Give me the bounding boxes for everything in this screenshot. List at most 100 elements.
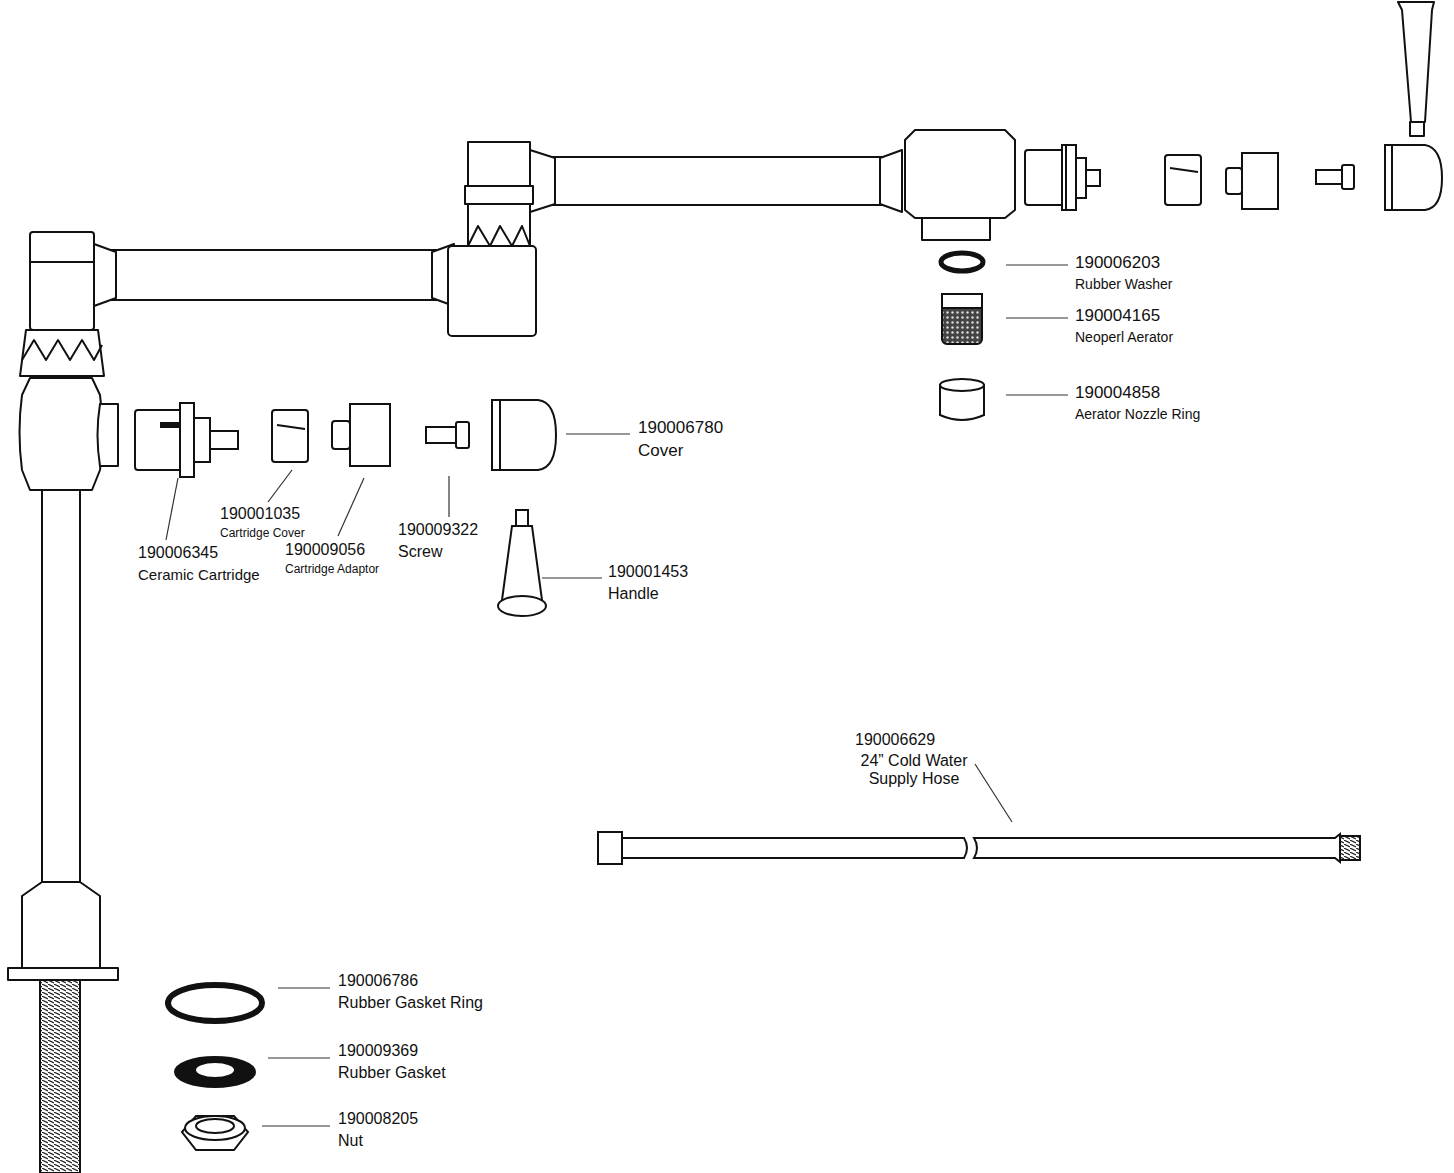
illustration-part (98, 404, 119, 466)
illustration-part (426, 427, 456, 443)
mounting-parts (168, 985, 262, 1150)
part-name: Screw (398, 543, 442, 561)
illustration-part (277, 425, 305, 429)
illustration-part (905, 130, 1015, 218)
part-number: 190004858 (1075, 383, 1160, 403)
illustration-part (20, 330, 104, 376)
part-name: Cartridge Adaptor (285, 563, 379, 577)
illustration-part (1006, 394, 1068, 395)
illustration-part (502, 526, 542, 600)
illustration-part (922, 218, 990, 240)
part-number: 190004165 (1075, 306, 1160, 326)
part-number: 190006780 (638, 418, 723, 438)
illustration-part (196, 1119, 234, 1133)
illustration-part (262, 1125, 330, 1126)
illustration-part (1006, 317, 1068, 318)
illustration-part (468, 226, 530, 246)
illustration-part (195, 1062, 235, 1078)
illustration-part (194, 418, 210, 462)
illustration-part (1385, 145, 1442, 210)
illustration-part (516, 510, 528, 526)
illustration-part (30, 232, 94, 330)
illustration-part (210, 431, 238, 449)
illustration-part (940, 379, 984, 391)
illustration-part (94, 250, 454, 300)
part-number: 190006203 (1075, 253, 1160, 273)
part-number: 190006786 (338, 972, 418, 990)
illustration-part (1226, 168, 1242, 194)
illustration-part (448, 476, 449, 517)
part-name: 24” Cold Water Supply Hose (850, 752, 978, 789)
illustration-part (974, 834, 1340, 862)
illustration-part (1316, 170, 1342, 184)
part-name: Neoperl Aerator (1075, 329, 1173, 345)
illustration-part (272, 410, 308, 462)
part-name: Ceramic Cartridge (138, 566, 260, 583)
illustration-part (175, 1057, 255, 1087)
faucet-body (8, 2, 1434, 1173)
illustration-part (942, 294, 982, 344)
illustration-part (1170, 168, 1198, 172)
leader-lines (166, 265, 1068, 1126)
illustration-part (975, 764, 1012, 822)
illustration-part (880, 150, 902, 212)
illustration-part (1065, 145, 1067, 210)
illustration-part (22, 882, 100, 968)
part-name: Rubber Washer (1075, 276, 1173, 292)
illustration-part (94, 244, 116, 306)
part-name: Rubber Gasket Ring (338, 994, 483, 1012)
part-number: 190009369 (338, 1042, 418, 1060)
illustration-part (942, 294, 982, 308)
illustration-part (268, 470, 292, 502)
illustration-part (1076, 158, 1086, 198)
part-number: 190001453 (608, 563, 688, 581)
illustration-part (278, 987, 330, 988)
illustration-part (1062, 145, 1076, 210)
illustration-part (1410, 122, 1424, 136)
illustration-part (40, 980, 80, 1173)
illustration-part (185, 1116, 245, 1140)
illustration-part (1340, 836, 1360, 860)
illustration-part (542, 577, 602, 578)
part-name: Aerator Nozzle Ring (1075, 406, 1200, 422)
illustration-part (1242, 153, 1278, 209)
illustration-part (622, 838, 967, 858)
part-number: 190009056 (285, 541, 365, 559)
illustration-part (941, 253, 983, 271)
illustration-part (168, 985, 262, 1021)
illustration-part (332, 421, 350, 449)
illustration-part (166, 478, 178, 540)
aerator-parts (940, 253, 984, 420)
illustration-part (1398, 2, 1434, 122)
illustration-part (566, 433, 630, 434)
part-name: Cover (638, 441, 683, 461)
illustration-part (20, 378, 103, 490)
illustration-part (22, 340, 102, 360)
illustration-part (448, 246, 536, 336)
illustration-part (30, 261, 94, 263)
illustration-part (498, 596, 546, 616)
supply-hose (598, 832, 1360, 864)
illustration-part (465, 186, 533, 204)
part-number: 190001035 (220, 505, 300, 523)
part-name: Nut (338, 1132, 363, 1150)
part-name: Rubber Gasket (338, 1064, 446, 1082)
illustration-part (1086, 170, 1100, 186)
illustration-part (492, 400, 556, 470)
illustration-part (42, 490, 80, 882)
illustration-part (1342, 165, 1354, 189)
illustration-part (160, 422, 180, 428)
illustration-part (1006, 264, 1068, 265)
illustration-part (338, 478, 364, 536)
part-number: 190006629 (855, 731, 935, 749)
illustration-part (598, 832, 622, 864)
illustration-part (268, 1057, 330, 1058)
part-number: 190008205 (338, 1110, 418, 1128)
illustration-part (350, 404, 390, 466)
illustration-part (182, 1116, 248, 1150)
upper-valve-parts (1025, 145, 1442, 210)
illustration-part (530, 157, 902, 205)
illustration-part (456, 422, 469, 448)
